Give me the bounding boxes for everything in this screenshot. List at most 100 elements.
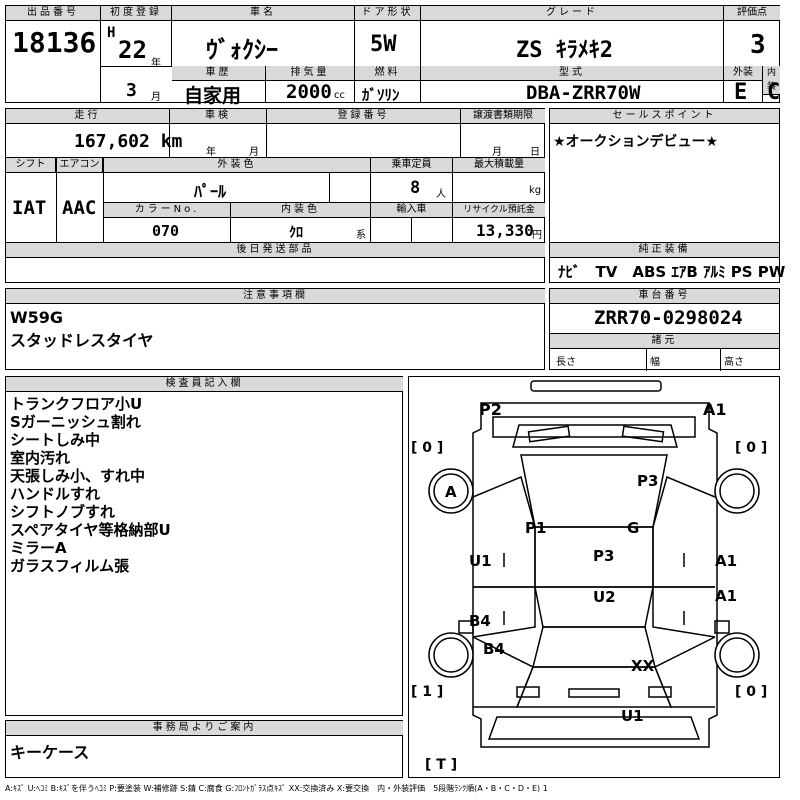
- spec-label: 諸元: [550, 333, 779, 349]
- damage-a1-rear-right: A1: [703, 400, 727, 419]
- aircon: AAC: [62, 197, 97, 219]
- capacity-label: 乗車定員: [371, 158, 452, 173]
- model-code: DBA-ZRR70W: [526, 82, 641, 104]
- damage-a1-right-2: A1: [715, 587, 738, 605]
- length-label: 長さ: [556, 357, 576, 368]
- damage-u1-left: U1: [469, 552, 492, 570]
- color-number: 070: [152, 222, 180, 240]
- damage-p3-top: P3: [637, 472, 659, 490]
- width-label: 幅: [650, 357, 660, 368]
- recycle-fee: 13,330: [476, 221, 534, 240]
- displacement-label: 排気量: [266, 66, 354, 81]
- inspector-line: シフトノブすれ: [10, 503, 116, 521]
- damage-p3-center: P3: [593, 547, 615, 565]
- fuel-label: 燃料: [355, 66, 420, 81]
- transfer-month-unit: 月: [492, 147, 502, 158]
- sales-point-text: ★オークションデビュー★: [553, 134, 719, 150]
- exterior-color: ﾊﾟｰﾙ: [194, 182, 227, 201]
- reg-year: 22: [118, 36, 147, 64]
- color-no-label: カラーNo.: [104, 202, 230, 218]
- capacity-unit: 人: [436, 189, 446, 200]
- transfer-label: 譲渡書類期限: [461, 109, 545, 124]
- damage-g: G: [627, 519, 640, 537]
- damage-xx: XX: [631, 657, 655, 675]
- tire-rear-left: [ 0 ]: [411, 440, 444, 456]
- score: 3: [750, 30, 766, 60]
- inspector-line: 天張しみ小、すれ中: [10, 467, 146, 485]
- tire-rear-right: [ 0 ]: [735, 440, 768, 456]
- office-label: 事務局よりご案内: [6, 721, 403, 736]
- year-unit: 年: [151, 58, 161, 69]
- equipment-list: ﾅﾋﾞ TV ABS ｴｱB ｱﾙﾐ PS PW: [558, 263, 786, 281]
- max-load-label: 最大積載量: [453, 158, 545, 173]
- inspector-block: 検査員記入欄 トランクフロア小U Sガーニッシュ割れ シートしみ中 室内汚れ 天…: [5, 376, 403, 716]
- tire-front-right: [ 0 ]: [735, 684, 768, 700]
- spare-tire: [ T ]: [425, 757, 458, 773]
- exterior-grade: E: [734, 80, 748, 105]
- damage-b4-2: B4: [483, 640, 505, 658]
- era: H: [107, 25, 116, 41]
- car-name-label: 車名: [172, 6, 354, 21]
- inspector-line: シートしみ中: [10, 431, 101, 449]
- car-diagram: P2 A1 [ 0 ] [ 0 ] A P3 P1 G U1 A1 P3 A1 …: [408, 376, 780, 778]
- office-text: キーケース: [10, 743, 90, 762]
- legend: A:ｷｽﾞ U:ﾍｺﾐ B:ｷｽﾞを伴うﾍｺﾐ P:要塗装 W:補修跡 S:錆 …: [5, 784, 548, 793]
- reg-no-label: 登録番号: [267, 109, 460, 124]
- exterior-label: 外装: [724, 66, 762, 81]
- interior-label: 内装: [763, 66, 780, 95]
- inspection-label: 車検: [170, 109, 266, 124]
- damage-a-left: A: [445, 483, 457, 501]
- inspector-line: ハンドルすれ: [10, 485, 101, 503]
- door-label: ドア形状: [355, 6, 420, 21]
- notes-line-1: W59G: [10, 308, 64, 327]
- damage-u2: U2: [593, 588, 616, 606]
- capacity: 8: [410, 178, 421, 198]
- notes-block: 注意事項欄 W59G スタッドレスタイヤ: [5, 288, 545, 370]
- damage-b4-1: B4: [469, 612, 491, 630]
- damage-p1: P1: [525, 519, 547, 537]
- details-block: 走行 車検 登録番号 譲渡書類期限 167,602 km 年 月 月 日 シフト…: [5, 108, 545, 283]
- grade: ZS ｷﾗﾒｷ2: [516, 38, 613, 63]
- inspector-line: スペアタイヤ等格納部U: [10, 521, 171, 539]
- month-unit: 月: [151, 92, 161, 103]
- chassis-number: ZRR70-0298024: [594, 307, 743, 329]
- mileage-label: 走行: [6, 109, 169, 124]
- damage-a1-right: A1: [715, 552, 738, 570]
- interior-color-unit: 系: [356, 230, 366, 241]
- aircon-label: エアコン: [57, 158, 103, 173]
- yen-unit: 円: [532, 230, 542, 241]
- interior-color-label: 内装色: [231, 202, 370, 218]
- score-label: 評価点: [724, 6, 780, 21]
- inspector-line: 室内汚れ: [10, 449, 71, 467]
- transfer-day-unit: 日: [530, 147, 540, 158]
- later-parts-label: 後日発送部品: [6, 243, 545, 258]
- fuel: ｶﾞｿﾘﾝ: [362, 86, 400, 104]
- interior-grade: C: [767, 80, 781, 105]
- shift-label: シフト: [6, 158, 56, 173]
- inspector-line: Sガーニッシュ割れ: [10, 413, 141, 431]
- history: 自家用: [184, 85, 242, 107]
- mileage: 167,602 km: [74, 131, 183, 152]
- model-label: 型式: [421, 66, 723, 81]
- header-block: 出品番号 初度登録 車名 ドア形状 グレード 評価点 車歴 排気量 燃料 型式 …: [5, 5, 781, 107]
- reg-month: 3: [126, 80, 137, 101]
- cc-unit: cc: [334, 90, 345, 101]
- inspector-line: ガラスフィルム張: [10, 557, 130, 575]
- notes-line-2: スタッドレスタイヤ: [10, 331, 154, 350]
- inspector-label: 検査員記入欄: [6, 377, 403, 392]
- grade-label: グレード: [421, 6, 723, 21]
- damage-p2: P2: [479, 400, 502, 419]
- kg-unit: kg: [529, 185, 542, 196]
- inspector-line: ミラーA: [10, 539, 67, 557]
- inspector-line: トランクフロア小U: [10, 395, 143, 413]
- chassis-label: 車台番号: [550, 289, 779, 304]
- damage-u1-bottom: U1: [621, 707, 644, 725]
- displacement: 2000: [286, 81, 332, 103]
- shift: IAT: [12, 197, 47, 219]
- door-type: 5W: [370, 32, 397, 57]
- recycle-label: リサイクル預託金: [453, 202, 545, 218]
- interior-color: ｸﾛ: [289, 225, 303, 241]
- chassis-block: 車台番号 ZRR70-0298024 諸元 長さ 幅 高さ: [549, 288, 780, 371]
- equipment-label: 純正装備: [550, 242, 779, 258]
- sales-point-block: セールスポイント ★オークションデビュー★ 純正装備 ﾅﾋﾞ TV ABS ｴｱ…: [549, 108, 785, 283]
